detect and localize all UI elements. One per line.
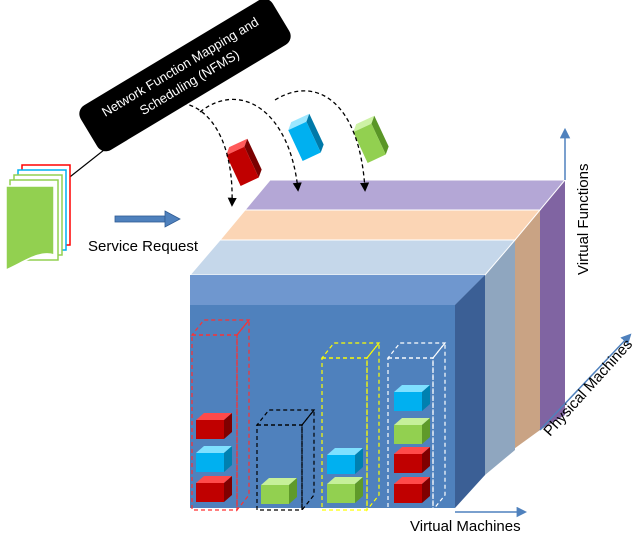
vm-columns	[190, 318, 447, 512]
service-request-arrow	[114, 210, 181, 228]
vf-blue-floating	[288, 113, 324, 161]
vm-blocks	[196, 385, 430, 504]
arc-arrow-green	[274, 90, 370, 192]
vm-column-red	[190, 318, 251, 512]
layer-peach	[218, 209, 542, 241]
vf-green-floating	[353, 115, 389, 163]
block-red	[394, 477, 430, 503]
block-green	[394, 418, 430, 444]
arc-arrow-blue	[199, 98, 302, 192]
vm-column-black	[255, 408, 316, 512]
axes	[455, 127, 632, 518]
block-blue	[394, 385, 430, 411]
axis-physical-machines	[539, 333, 632, 431]
label-service-request: Service Request	[88, 238, 199, 255]
block-red	[394, 447, 430, 473]
block-blue	[327, 448, 363, 474]
vm-column-white	[386, 341, 447, 512]
layer-lightblue	[188, 239, 517, 276]
vf-red-floating	[226, 138, 262, 186]
block-blue	[196, 446, 232, 472]
label-virtual-machines: Virtual Machines	[410, 518, 521, 535]
incoming-functions	[226, 113, 389, 186]
cube-top	[190, 275, 485, 305]
document-front	[5, 185, 55, 272]
block-green	[327, 477, 363, 503]
block-green	[261, 478, 297, 504]
label-virtual-functions: Virtual Functions	[575, 164, 592, 275]
block-red	[196, 413, 232, 439]
nfms-banner: Network Function Mapping and Scheduling …	[79, 0, 291, 152]
service-request-documents	[5, 164, 71, 272]
layer-purple	[243, 179, 567, 211]
vm-column-yellow	[320, 341, 381, 512]
cube-side	[455, 275, 485, 508]
block-red	[196, 476, 232, 502]
